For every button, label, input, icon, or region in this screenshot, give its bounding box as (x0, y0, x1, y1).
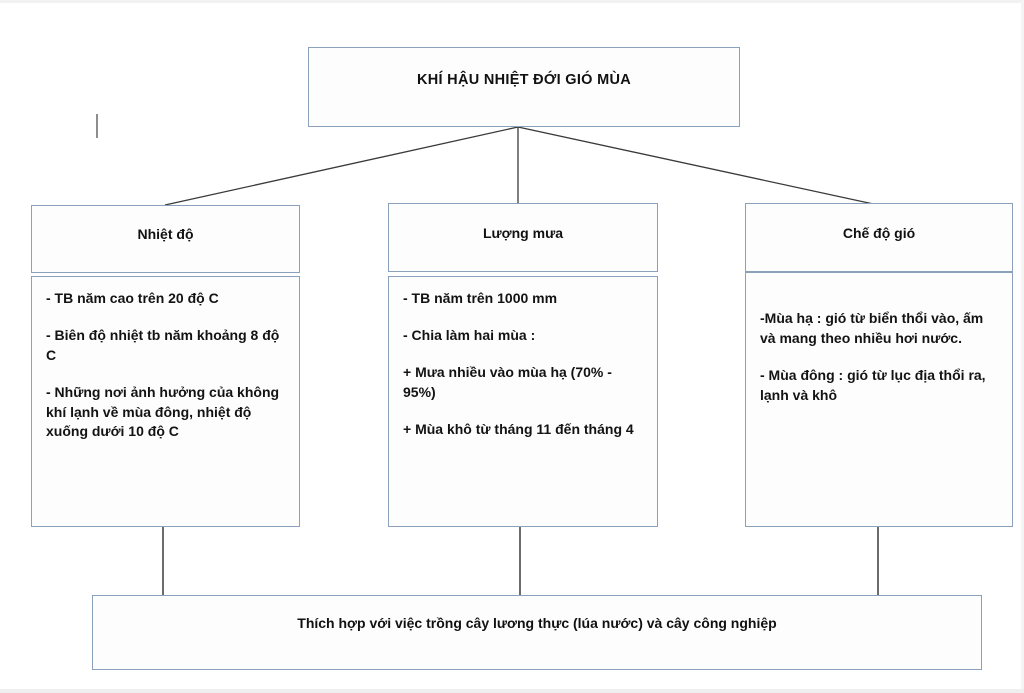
column-header-rainfall: Lượng mưa (388, 203, 658, 272)
list-item: - Những nơi ảnh hưởng của không khí lạnh… (46, 383, 280, 440)
column-header-label-rainfall: Lượng mưa (482, 224, 563, 241)
list-item: - Chia làm hai mùa : (403, 326, 536, 343)
column-header-label-wind: Chế độ gió (842, 224, 916, 241)
connector-title-to-wind (517, 126, 879, 206)
page-edge-bottom (0, 689, 1024, 693)
page-title: KHÍ HẬU NHIỆT ĐỚI GIÓ MÙA (416, 72, 631, 88)
list-item: + Mùa khô từ tháng 11 đến tháng 4 (403, 420, 634, 437)
text-caret-artifact (96, 114, 98, 138)
list-item: - TB năm trên 1000 mm (403, 290, 558, 306)
column-header-label-temperature: Nhiệt độ (137, 226, 194, 242)
list-item: - Biên độ nhiệt tb năm khoảng 8 độ C (46, 326, 280, 363)
conclusion-box: Thích hợp với việc trồng cây lương thực … (92, 595, 982, 670)
page-edge-top (0, 0, 1024, 3)
list-item: - Mùa đông : gió từ lục địa thổi ra, lạn… (760, 366, 986, 403)
column-body-rainfall: - TB năm trên 1000 mm - Chia làm hai mùa… (388, 276, 658, 527)
column-header-wind: Chế độ gió (745, 203, 1013, 272)
list-item: + Mưa nhiều vào mùa hạ (70% - 95%) (403, 363, 612, 400)
list-item: - TB năm cao trên 20 độ C (46, 290, 219, 306)
conclusion-label: Thích hợp với việc trồng cây lương thực … (297, 615, 777, 631)
title-box: KHÍ HẬU NHIỆT ĐỚI GIÓ MÙA (308, 47, 740, 127)
column-body-wind: -Mùa hạ : gió từ biển thổi vào, ấm và ma… (745, 272, 1013, 527)
connector-title-to-temperature (164, 126, 519, 206)
list-item: -Mùa hạ : gió từ biển thổi vào, ấm và ma… (760, 310, 984, 346)
page-edge-right (1021, 0, 1024, 693)
column-header-temperature: Nhiệt độ (31, 205, 300, 273)
column-body-temperature: - TB năm cao trên 20 độ C - Biên độ nhiệ… (31, 276, 300, 527)
